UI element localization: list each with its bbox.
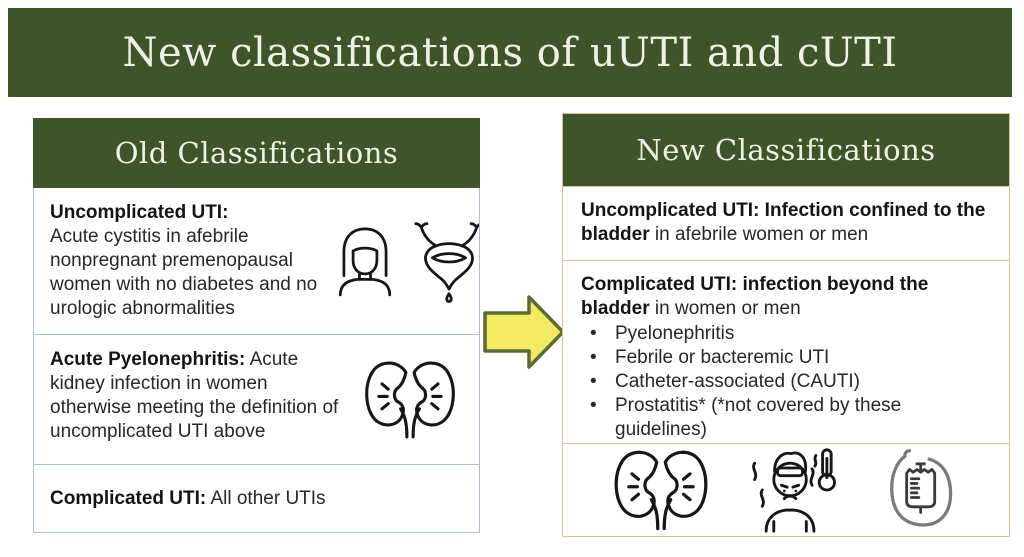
new-panel-header: New Classifications (563, 114, 1009, 186)
old-panel-header: Old Classifications (33, 118, 480, 188)
right-arrow-icon (483, 293, 567, 371)
old-row-pyelonephritis-text: Acute Pyelonephritis: Acute kidney infec… (50, 349, 339, 442)
slide-title: New classifications of uUTI and cUTI (122, 29, 898, 76)
old-row-uncomplicated-text: Uncomplicated UTI:Acute cystitis in afeb… (50, 202, 318, 319)
woman-icon (332, 224, 398, 298)
new-row-uncomplicated-text: Uncomplicated UTI: Infection confined to… (581, 200, 986, 245)
old-row-uncomplicated: Uncomplicated UTI:Acute cystitis in afeb… (33, 188, 480, 335)
bladder-icon (412, 220, 480, 303)
old-row-pyelonephritis: Acute Pyelonephritis: Acute kidney infec… (33, 334, 480, 465)
old-panel-title: Old Classifications (114, 136, 399, 170)
list-item: •Catheter-associated (CAUTI) (590, 370, 860, 392)
new-classifications-panel: New Classifications Uncomplicated UTI: I… (562, 113, 1010, 537)
title-banner: New classifications of uUTI and cUTI (8, 8, 1012, 97)
old-row-complicated-text: Complicated UTI: All other UTIs (50, 487, 326, 509)
transition-arrow (483, 293, 567, 371)
fever-person-icon (741, 446, 841, 534)
catheter-bag-icon (869, 447, 963, 533)
old-row1-icons (332, 201, 480, 321)
new-row-uncomplicated: Uncomplicated UTI: Infection confined to… (563, 186, 1009, 260)
new-row-complicated: Complicated UTI: infection beyond the bl… (563, 260, 1009, 443)
list-item: •Prostatitis* (*not covered by these gui… (590, 394, 902, 440)
old-row-complicated: Complicated UTI: All other UTIs (33, 464, 480, 533)
old-classifications-panel: Old Classifications Uncomplicated UTI:Ac… (33, 118, 480, 533)
list-item: •Febrile or bacteremic UTI (590, 346, 830, 368)
new-row-icons (563, 443, 1009, 536)
kidneys-icon (609, 446, 713, 534)
new-row-complicated-text: Complicated UTI: infection beyond the bl… (581, 274, 929, 319)
kidneys-icon (360, 357, 460, 442)
old-row2-icons (356, 348, 463, 451)
complicated-uti-bullet-list: •Pyelonephritis •Febrile or bacteremic U… (581, 322, 991, 442)
list-item: •Pyelonephritis (590, 322, 735, 344)
new-panel-title: New Classifications (636, 133, 936, 167)
